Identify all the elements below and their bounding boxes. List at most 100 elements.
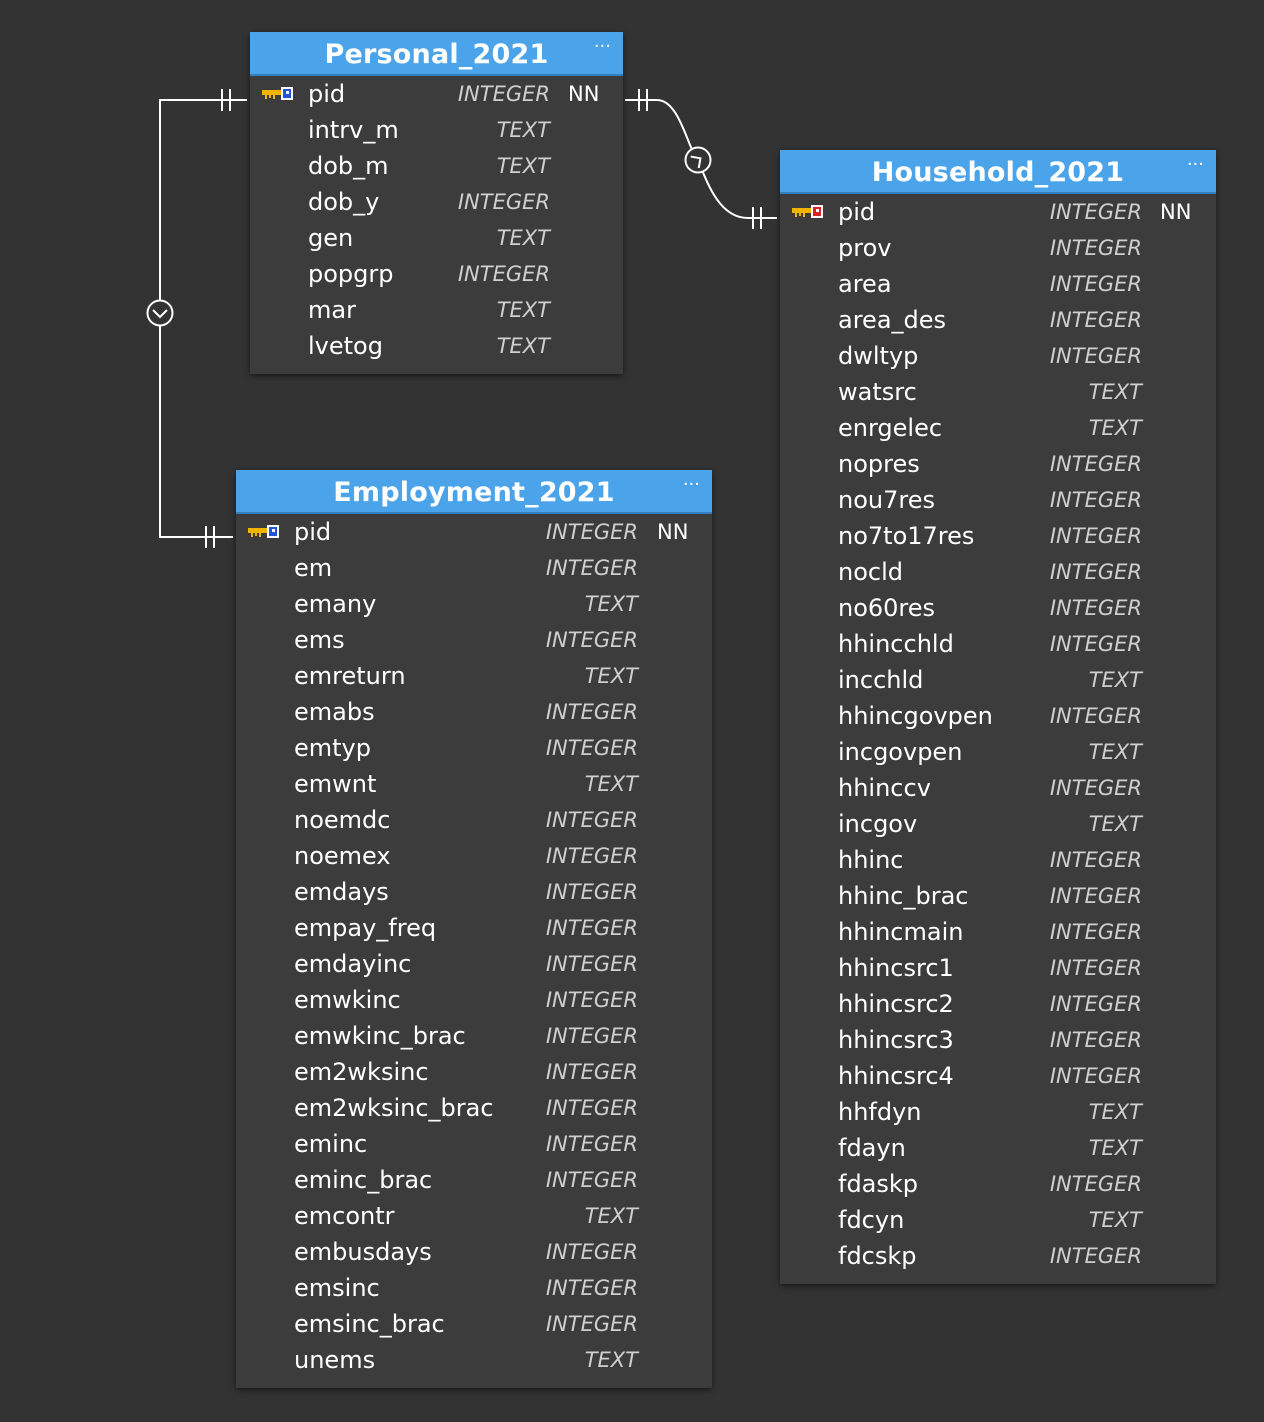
column-name: noemex	[294, 842, 391, 870]
table-header[interactable]: Household_2021 ···	[780, 150, 1216, 194]
column-type: INTEGER	[1049, 1244, 1142, 1268]
column-type: INTEGER	[1049, 920, 1142, 944]
table-header[interactable]: Employment_2021 ···	[236, 470, 712, 514]
column-type: INTEGER	[1049, 848, 1142, 872]
column-name: hhincmain	[838, 918, 964, 946]
column-type: INTEGER	[545, 1096, 638, 1120]
table-menu-button[interactable]: ···	[682, 474, 700, 495]
column-row-hhincsrc3[interactable]: hhincsrc3 INTEGER	[780, 1022, 1216, 1058]
column-name: emwkinc	[294, 986, 401, 1014]
column-name: mar	[308, 296, 356, 324]
column-name: hhinc	[838, 846, 904, 874]
not-null-flag: NN	[1160, 200, 1192, 224]
column-type: INTEGER	[545, 880, 638, 904]
column-name: hhincsrc3	[838, 1026, 954, 1054]
column-name: gen	[308, 224, 354, 252]
column-type: TEXT	[584, 592, 638, 616]
column-name: empay_freq	[294, 914, 437, 942]
column-row-incchld[interactable]: incchld TEXT	[780, 662, 1216, 698]
column-row-empay-freq[interactable]: empay_freq INTEGER	[236, 910, 712, 946]
column-name: fdayn	[838, 1134, 906, 1162]
column-type: INTEGER	[1049, 1028, 1142, 1052]
column-type: INTEGER	[545, 916, 638, 940]
column-row-hhincmain[interactable]: hhincmain INTEGER	[780, 914, 1216, 950]
column-row-fdcskp[interactable]: fdcskp INTEGER	[780, 1238, 1216, 1274]
column-type: INTEGER	[1049, 596, 1142, 620]
column-type: TEXT	[1088, 668, 1142, 692]
table-menu-button[interactable]: ···	[593, 36, 611, 57]
table-title: Employment_2021	[333, 477, 615, 508]
column-type: TEXT	[1088, 740, 1142, 764]
table-header[interactable]: Personal_2021 ···	[250, 32, 623, 76]
optional-marker-icon	[146, 299, 174, 327]
column-type: TEXT	[496, 154, 550, 178]
column-type: INTEGER	[545, 988, 638, 1012]
column-row-hhinc[interactable]: hhinc INTEGER	[780, 842, 1216, 878]
column-row-emwkinc[interactable]: emwkinc INTEGER	[236, 982, 712, 1018]
column-name: em	[294, 554, 333, 582]
column-name: fdcskp	[838, 1242, 917, 1270]
column-name: incchld	[838, 666, 924, 694]
primary-key-icon	[262, 87, 293, 100]
table-menu-button[interactable]: ···	[1186, 154, 1204, 175]
